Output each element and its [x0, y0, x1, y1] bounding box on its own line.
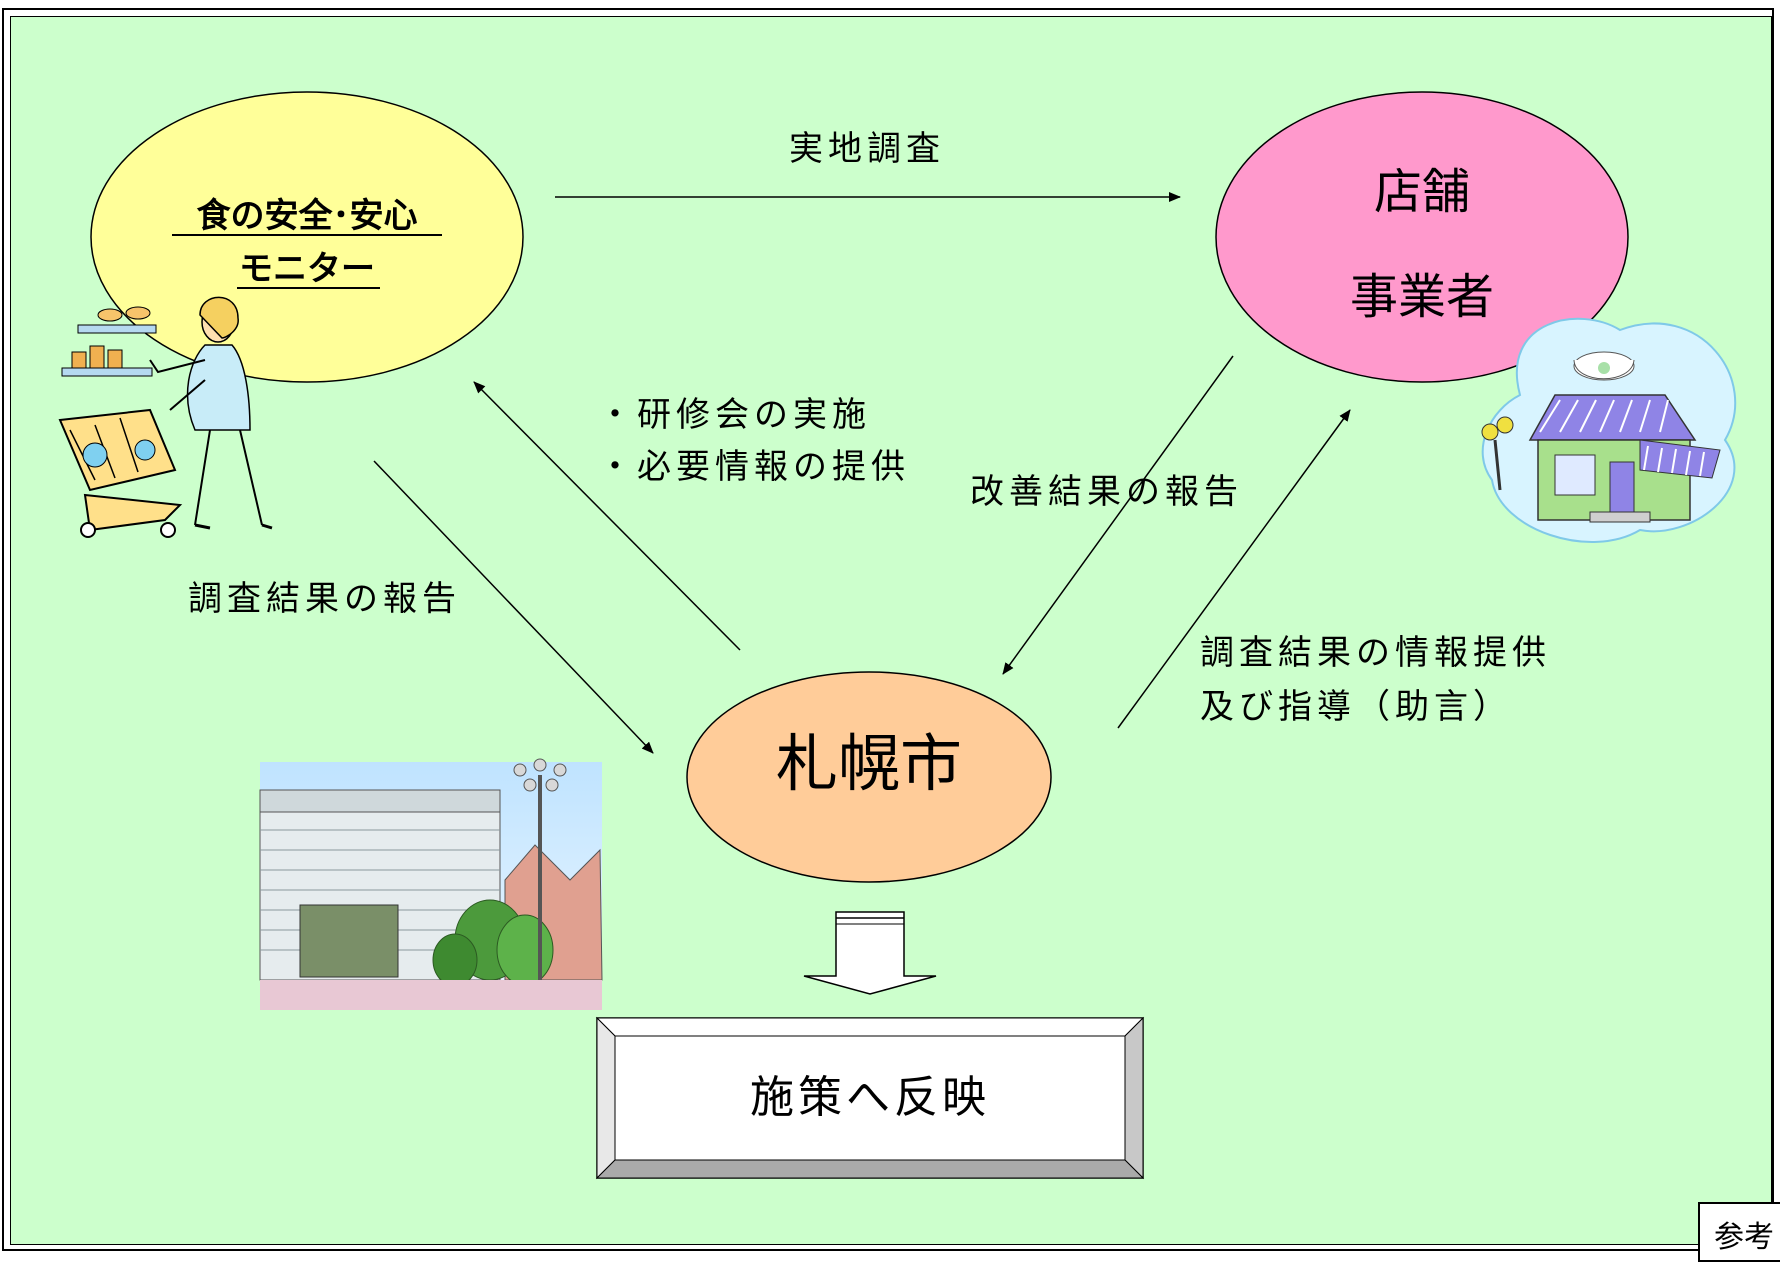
guidance-label-line2: 及び指導（助言）	[1200, 687, 1512, 727]
store-label-line2: 事業者	[1350, 269, 1494, 325]
shop-illustration	[1481, 317, 1737, 543]
monitor-label-line1: 食の安全･安心	[197, 196, 418, 236]
reference-tag: 参考	[1698, 1202, 1780, 1262]
training-label-line1: ・研修会の実施	[598, 395, 871, 435]
improvement-report-label: 改善結果の報告	[970, 472, 1243, 512]
down-block-arrow	[803, 911, 937, 995]
survey-report-label: 調査結果の報告	[188, 579, 461, 619]
store-node: 店舗 事業者	[1215, 91, 1629, 383]
city-hall-illustration	[259, 758, 603, 1010]
monitor-node: 食の安全･安心 モニター	[90, 91, 524, 383]
policy-box: 施策へ反映	[595, 1016, 1145, 1180]
guidance-label-line1: 調査結果の情報提供	[1200, 633, 1551, 673]
arrow-city-to-store	[1117, 409, 1351, 729]
shopper-illustration	[58, 296, 273, 538]
city-label: 札幌市	[776, 727, 962, 800]
arrow-city-to-monitor	[473, 381, 741, 651]
survey-label: 実地調査	[789, 129, 945, 169]
store-label-line1: 店舗	[1374, 164, 1470, 220]
training-label-line2: ・必要情報の提供	[598, 447, 910, 487]
arrow-store-to-city	[1002, 355, 1234, 675]
monitor-label-line2: モニター	[239, 249, 375, 289]
policy-label: 施策へ反映	[750, 1072, 990, 1123]
arrow-monitor-to-city	[373, 460, 654, 754]
city-node: 札幌市	[686, 671, 1052, 883]
outer-frame	[2, 8, 1774, 1251]
